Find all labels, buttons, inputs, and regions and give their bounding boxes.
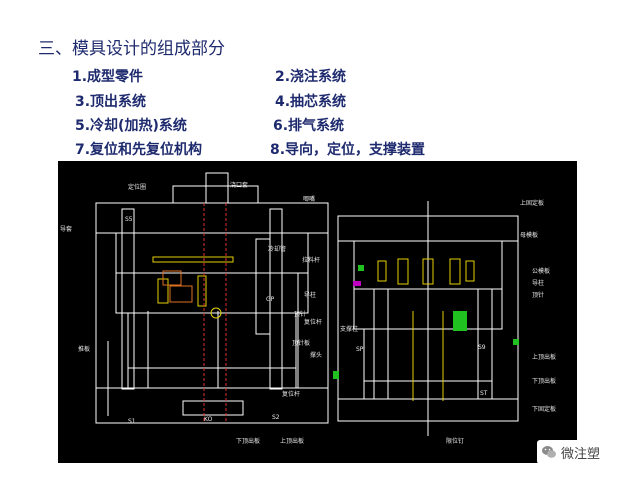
label-cooling: 冷却管 — [268, 245, 286, 253]
item-3: 3.顶出系统 — [75, 94, 147, 110]
item-7: 7.复位和先复位机构 — [75, 142, 203, 158]
left-accents — [152, 203, 234, 423]
label-st: ST — [480, 390, 488, 397]
mold-drawing: 定位圈 浇口套 唧嘴 导套 冷却管 导柱 顶针 顶针板 推板 S1 S2 KO … — [58, 161, 577, 463]
right-labels: 上固定板 母模板 公模板 导柱 顶针 支撑柱 S9 SP ST 上顶出板 下顶出… — [302, 199, 556, 445]
label-s5: S5 — [125, 216, 133, 223]
slide-title: 三、模具设计的组成部分 — [38, 39, 225, 59]
right-accents — [333, 258, 519, 401]
item-8: 8.导向，定位，支撑装置 — [270, 142, 426, 158]
label-s2: S2 — [272, 414, 280, 421]
label-lower-ejector: 下顶出板 — [236, 437, 260, 445]
label-s9: S9 — [478, 344, 486, 351]
left-mold-view — [95, 172, 329, 424]
wechat-icon — [542, 446, 556, 458]
label-s1: S1 — [128, 418, 136, 425]
label-locating-ring: 定位圈 — [128, 183, 146, 191]
label-upper-ejector: 上顶出板 — [280, 437, 304, 445]
label-stop-pin: 限位钉 — [446, 437, 464, 445]
item-2: 2.浇注系统 — [275, 69, 347, 85]
label-cavity-plate: 母模板 — [520, 231, 538, 239]
item-5: 5.冷却(加热)系统 — [75, 118, 187, 134]
label-r-guide-pin: 导柱 — [532, 279, 544, 287]
label-sp: SP — [356, 346, 364, 353]
right-mold-view — [337, 201, 519, 436]
label-guide-pin: 导柱 — [304, 291, 316, 299]
mold-drawing-svg: 定位圈 浇口套 唧嘴 导套 冷却管 导柱 顶针 顶针板 推板 S1 S2 KO … — [60, 172, 556, 445]
label-r-lower-ejector: 下顶出板 — [532, 377, 556, 385]
label-push-plate: 推板 — [78, 345, 90, 353]
label-r-return-pin: 复位杆 — [304, 318, 322, 326]
label-return-pin: 复位杆 — [282, 390, 300, 398]
label-bottom-clamp: 下固定板 — [532, 405, 556, 413]
item-1: 1.成型零件 — [72, 69, 144, 85]
item-6: 6.排气系统 — [273, 118, 345, 134]
label-guide-bush: 导套 — [60, 225, 72, 233]
label-gp: GP — [266, 296, 275, 303]
label-ko: KO — [204, 416, 213, 423]
label-top-clamp: 上固定板 — [520, 199, 544, 207]
label-support-pillar: 支撑柱 — [340, 325, 358, 333]
label-sprue-puller: 拉料杆 — [302, 256, 320, 264]
watermark-text: 微注塑 — [561, 447, 601, 462]
label-nozzle: 唧嘴 — [303, 195, 315, 203]
label-core-plate: 公模板 — [532, 267, 550, 275]
item-4: 4.抽芯系统 — [275, 94, 347, 110]
label-r-upper-ejector: 上顶出板 — [532, 353, 556, 361]
label-support: 撑头 — [310, 351, 322, 359]
left-labels: 定位圈 浇口套 唧嘴 导套 冷却管 导柱 顶针 顶针板 推板 S1 S2 KO … — [60, 181, 322, 445]
label-sprue-bush: 浇口套 — [230, 181, 248, 189]
watermark: 微注塑 — [537, 440, 633, 464]
label-ejector-pin: 顶针 — [294, 310, 306, 318]
label-r-ejector-pin: 顶针 — [532, 291, 544, 299]
label-ejector-plate: 顶针板 — [292, 339, 310, 347]
